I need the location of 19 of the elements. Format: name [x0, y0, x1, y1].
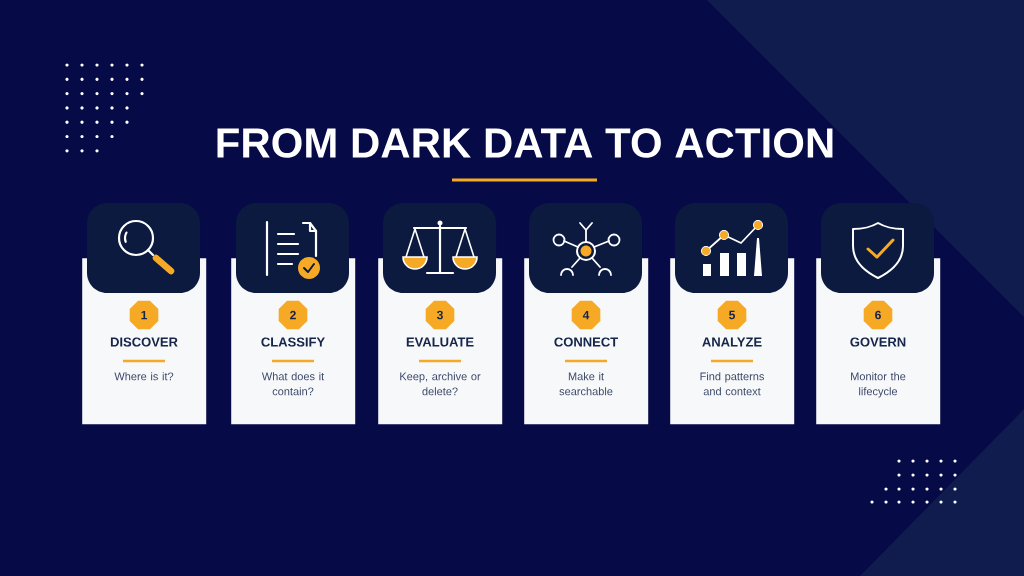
description: Where is it? [114, 372, 174, 381]
number-badge: 4 [571, 300, 601, 330]
description: Find patterns and context [700, 372, 764, 396]
number-badge: 1 [129, 300, 159, 330]
heading: EVALUATE [406, 337, 474, 347]
heading: CLASSIFY [261, 337, 325, 347]
number-badge: 3 [425, 300, 455, 330]
description: Make it searchable [559, 372, 613, 396]
heading: DISCOVER [110, 337, 178, 347]
number-badge: 5 [717, 300, 747, 330]
title: FROM DARK DATA TO ACTION [217, 128, 833, 158]
number-badge: 2 [278, 300, 308, 330]
description: What does it contain? [261, 372, 325, 396]
description: Monitor the lifecycle [851, 372, 906, 398]
heading: CONNECT [554, 337, 618, 347]
description: Keep, archive or delete? [400, 372, 481, 396]
heading: ANALYZE [702, 337, 762, 347]
number-badge: 6 [863, 300, 893, 330]
heading: GOVERN [850, 337, 906, 347]
